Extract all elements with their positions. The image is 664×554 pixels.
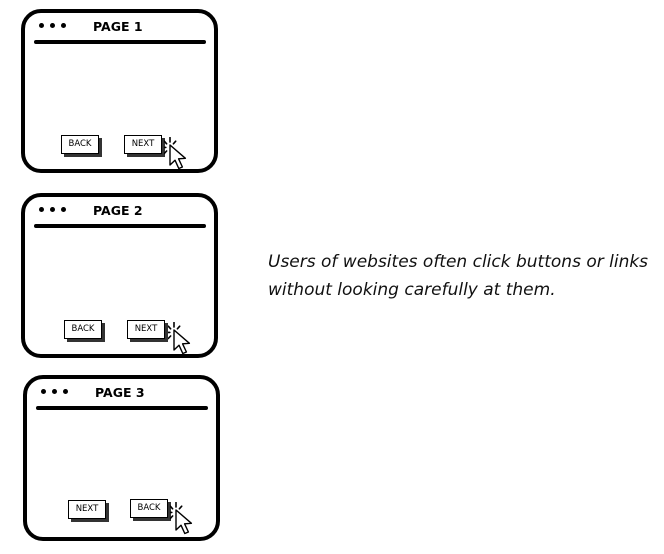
- browser-window-page-2: PAGE 2 BACK NEXT: [21, 193, 218, 358]
- click-cursor-icon: [164, 137, 187, 170]
- dot: [50, 207, 55, 212]
- title-bar-divider: [34, 40, 206, 44]
- browser-window-page-3: PAGE 3 NEXT BACK: [23, 375, 220, 541]
- back-button[interactable]: BACK: [61, 135, 99, 154]
- dot: [41, 389, 46, 394]
- caption-text: Users of websites often click buttons or…: [268, 252, 649, 300]
- next-button[interactable]: NEXT: [68, 500, 106, 519]
- browser-window-page-1: PAGE 1 BACK NEXT: [21, 9, 218, 173]
- dot: [61, 23, 66, 28]
- page-title: PAGE 2: [93, 203, 143, 218]
- window-dots-icon: [41, 389, 68, 394]
- dot: [39, 207, 44, 212]
- title-bar-divider: [34, 224, 206, 228]
- back-button[interactable]: BACK: [130, 499, 168, 518]
- page-title: PAGE 3: [95, 385, 145, 400]
- window-dots-icon: [39, 23, 66, 28]
- dot: [50, 23, 55, 28]
- next-button[interactable]: NEXT: [127, 320, 165, 339]
- dot: [61, 207, 66, 212]
- dot: [39, 23, 44, 28]
- back-button[interactable]: BACK: [64, 320, 102, 339]
- click-cursor-icon: [168, 322, 191, 355]
- dot: [63, 389, 68, 394]
- window-dots-icon: [39, 207, 66, 212]
- title-bar-divider: [36, 406, 208, 410]
- click-cursor-icon: [170, 502, 193, 535]
- next-button[interactable]: NEXT: [124, 135, 162, 154]
- dot: [52, 389, 57, 394]
- page-title: PAGE 1: [93, 19, 143, 34]
